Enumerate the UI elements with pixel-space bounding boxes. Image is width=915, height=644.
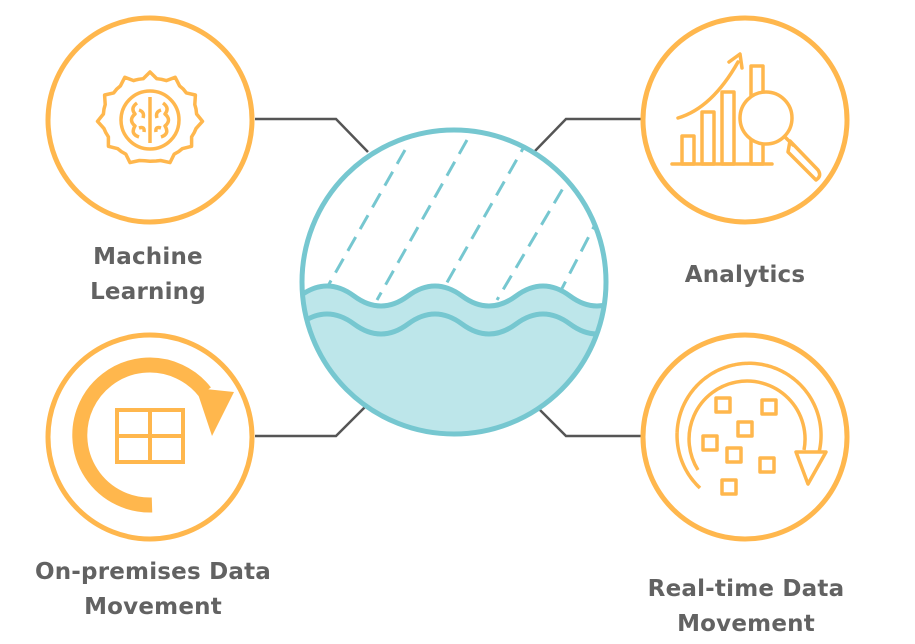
connector-real-time [533, 403, 645, 438]
wave-bottom [302, 311, 606, 337]
data-lake-icon [299, 127, 609, 437]
label-machine-learning: Machine Learning [90, 244, 206, 305]
lake-water [302, 286, 606, 434]
connector-on-premises [255, 403, 369, 438]
gear-brain-icon [45, 15, 255, 225]
rain-lines [318, 137, 602, 301]
connector-machine-learning [255, 117, 369, 153]
label-real-time-data-movement: Real-time Data Movement [647, 576, 845, 637]
circular-arrow-grid-icon [45, 332, 255, 542]
bar-chart-magnifier-icon [640, 15, 850, 225]
label-analytics: Analytics [684, 262, 806, 288]
connectors [255, 117, 645, 438]
wave-top [302, 283, 606, 309]
connector-analytics [533, 117, 645, 153]
label-on-premises-data-movement: On-premises Data Movement [34, 559, 272, 620]
circular-arrow-squares-icon [640, 332, 850, 542]
